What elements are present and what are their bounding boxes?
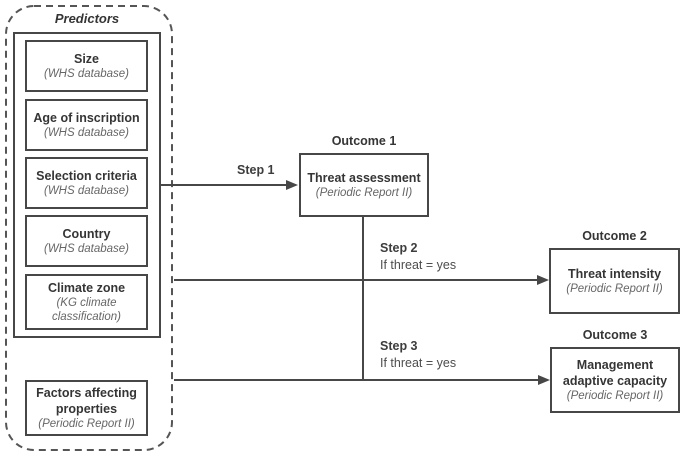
box-subtitle: (Periodic Report II) xyxy=(38,417,135,430)
box-subtitle: (WHS database) xyxy=(43,126,129,139)
step2-condition: If threat = yes xyxy=(380,258,457,272)
box-subtitle: (WHS database) xyxy=(43,184,129,197)
outcome1-label: Outcome 1 xyxy=(331,134,397,148)
box-title: Management adaptive capacity xyxy=(562,357,668,388)
box-title: Country xyxy=(62,226,111,241)
outcome3-label: Outcome 3 xyxy=(582,328,648,342)
box-title: Factors affecting properties xyxy=(36,385,137,416)
step1-label: Step 1 xyxy=(237,163,275,177)
predictor-box-age-of-inscription: Age of inscription (WHS database) xyxy=(25,99,148,151)
box-title: Age of inscription xyxy=(33,110,140,125)
outcome-box-management-adaptive-capacity: Management adaptive capacity (Periodic R… xyxy=(550,347,680,413)
box-subtitle: (Periodic Report II) xyxy=(566,282,663,295)
outcome-box-threat-intensity: Threat intensity (Periodic Report II) xyxy=(549,248,680,314)
box-title: Threat assessment xyxy=(307,170,421,185)
step3-condition: If threat = yes xyxy=(380,356,457,370)
outcome-box-threat-assessment: Threat assessment (Periodic Report II) xyxy=(299,153,429,217)
box-title: Threat intensity xyxy=(567,266,662,281)
box-title: Selection criteria xyxy=(36,168,137,183)
box-subtitle: (WHS database) xyxy=(43,67,129,80)
predictors-group-title: Predictors xyxy=(54,11,120,26)
predictor-box-climate-zone: Climate zone (KG climate classification) xyxy=(25,274,148,330)
box-subtitle: (WHS database) xyxy=(43,242,129,255)
box-subtitle: (Periodic Report II) xyxy=(315,186,413,199)
predictors-inner-frame xyxy=(13,32,161,338)
predictor-box-country: Country (WHS database) xyxy=(25,215,148,267)
predictors-dashed-container xyxy=(5,5,173,451)
predictor-box-selection-criteria: Selection criteria (WHS database) xyxy=(25,157,148,209)
box-subtitle: (Periodic Report II) xyxy=(566,389,664,402)
predictor-box-size: Size (WHS database) xyxy=(25,40,148,92)
box-title: Climate zone xyxy=(47,280,126,295)
predictor-box-factors-affecting-properties: Factors affecting properties (Periodic R… xyxy=(25,380,148,436)
box-title: Size xyxy=(73,51,99,66)
box-subtitle: (KG climate classification) xyxy=(51,296,122,323)
step3-label: Step 3 xyxy=(380,339,418,353)
outcome2-label: Outcome 2 xyxy=(582,229,647,243)
step2-label: Step 2 xyxy=(380,241,418,255)
